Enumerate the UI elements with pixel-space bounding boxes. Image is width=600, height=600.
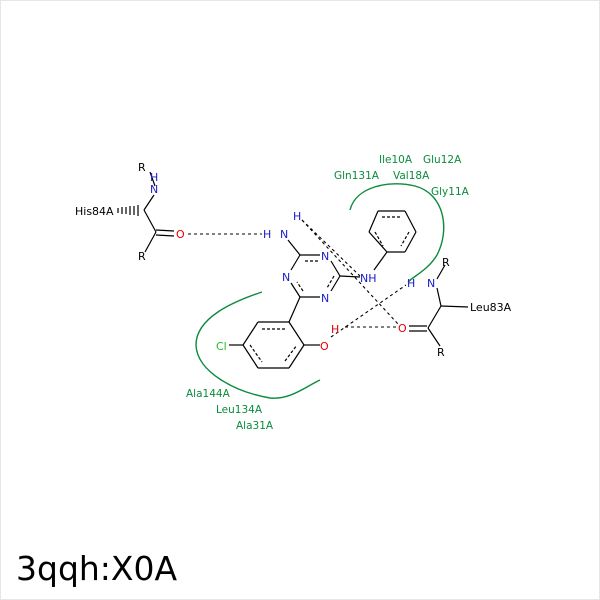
atom-cl: Cl: [216, 340, 227, 353]
atom-n-leu: N: [427, 277, 435, 290]
residue-label-gln131: Gln131A: [334, 170, 380, 182]
residue-label-ile10: Ile10A: [379, 154, 413, 166]
his84-fragment: [143, 171, 175, 253]
structure-id-caption: 3qqh:X0A: [16, 549, 178, 588]
residue-label-glu12: Glu12A: [423, 154, 462, 166]
atom-r-leu-top: R: [442, 256, 450, 269]
leu83-fragment: [409, 264, 469, 347]
atom-n-ring-2: N: [282, 271, 290, 284]
hydrophobic-arc-top: [349, 183, 445, 283]
residue-label-his84: His84A: [75, 205, 114, 218]
his84-wedge-hash: [117, 205, 139, 216]
residue-label-leu134: Leu134A: [216, 404, 263, 416]
hydrophobic-arc-bottom: [195, 291, 321, 399]
atom-h-leu: H: [407, 277, 415, 290]
atom-o-leu: O: [398, 322, 407, 335]
atom-r-leu-bottom: R: [437, 346, 445, 359]
hydrogen-bonds: [188, 219, 407, 338]
residue-label-leu83: Leu83A: [470, 301, 512, 314]
residue-label-gly11: Gly11A: [431, 186, 470, 198]
atom-o-his: O: [176, 228, 185, 241]
atom-n-amine: N: [280, 228, 288, 241]
atom-n-his: N: [150, 183, 158, 196]
atom-n-ring-1: N: [321, 250, 329, 263]
atom-r-his-bottom: R: [138, 250, 146, 263]
atom-r-his-top: R: [138, 161, 146, 174]
atom-h-n-amine: H: [263, 228, 271, 241]
atom-nh-link: NH: [360, 272, 377, 285]
atom-o-phenol: O: [320, 340, 329, 353]
atom-h-his: H: [150, 171, 158, 184]
residue-label-ala31: Ala31A: [236, 420, 274, 432]
atom-h-phenol: H: [331, 323, 339, 336]
residue-label-ala144: Ala144A: [186, 388, 231, 400]
atom-h-amine: H: [293, 210, 301, 223]
residue-label-val18: Val18A: [393, 170, 430, 182]
atom-n-ring-3: N: [321, 292, 329, 305]
ligand-bonds: [229, 210, 417, 369]
